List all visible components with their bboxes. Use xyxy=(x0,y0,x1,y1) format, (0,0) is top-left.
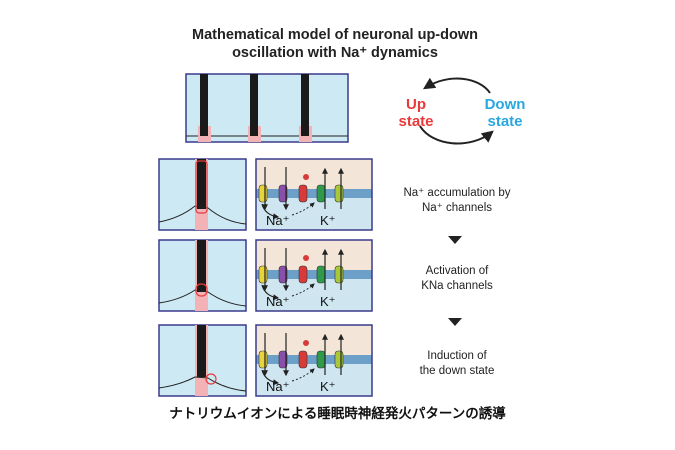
row-3-na-label: Na⁺ xyxy=(266,379,289,394)
title-line-2: oscillation with Na⁺ dynamics xyxy=(232,45,438,61)
row-2-na-label: Na⁺ xyxy=(266,294,289,309)
step-2-line-1: Activation of xyxy=(425,265,489,277)
row-1-k-channel-2 xyxy=(334,184,344,203)
row-1-trace-panel xyxy=(158,158,247,231)
step-2-line-2: KNa channels xyxy=(421,280,493,292)
step-1-text: Na⁺ accumulation by Na⁺ channels xyxy=(382,186,532,216)
row-3-trace-panel xyxy=(158,324,247,397)
step-chevron-1 xyxy=(448,236,462,244)
up-state-label: Up state xyxy=(390,96,442,130)
burst-1 xyxy=(200,74,208,136)
row-3-kna-channel xyxy=(298,350,308,369)
row-3-na-channel-2 xyxy=(278,350,288,369)
burst-3 xyxy=(301,74,309,136)
oscillation-trace-panel xyxy=(185,73,349,143)
arrow-down-to-up xyxy=(422,77,491,94)
step-chevron-2 xyxy=(448,318,462,326)
step-2-text: Activation of KNa channels xyxy=(382,264,532,294)
up-state-text: Up state xyxy=(398,96,434,130)
row-1-k-label: K⁺ xyxy=(320,213,336,228)
row-2-k-label: K⁺ xyxy=(320,294,336,309)
diagram-title: Mathematical model of neuronal up-down o… xyxy=(120,26,550,62)
row-1-na-channel-2 xyxy=(278,184,288,203)
row-1-na-channel xyxy=(258,184,268,203)
row-1-kna-channel xyxy=(298,184,308,203)
title-line-1: Mathematical model of neuronal up-down xyxy=(192,27,478,43)
row-3-na-channel xyxy=(258,350,268,369)
row-1-k-channel xyxy=(316,184,326,203)
down-state-text: Down state xyxy=(484,96,526,130)
row-3-membrane-panel xyxy=(255,324,373,397)
step-3-text: Induction of the down state xyxy=(382,349,532,379)
cycle-arrows xyxy=(419,77,494,145)
row-3-k-label: K⁺ xyxy=(320,379,336,394)
row-3-k-channel xyxy=(316,350,326,369)
row-2-membrane-panel xyxy=(255,239,373,312)
down-state-label: Down state xyxy=(474,96,536,130)
burst-2 xyxy=(250,74,258,136)
row-1-na-label: Na⁺ xyxy=(266,213,289,228)
row-2-k-channel-2 xyxy=(334,265,344,284)
row-2-kna-channel xyxy=(298,265,308,284)
row-2-trace-panel xyxy=(158,239,247,312)
row-2-na-channel-2 xyxy=(278,265,288,284)
row-1-membrane-panel xyxy=(255,158,373,231)
japanese-caption: ナトリウムイオンによる睡眠時神経発火パターンの誘導 xyxy=(169,406,506,422)
row-2-k-channel xyxy=(316,265,326,284)
step-3-line-1: Induction of xyxy=(427,350,487,362)
arrow-up-to-down xyxy=(419,125,494,145)
step-3-line-2: the down state xyxy=(419,365,495,377)
step-1-line-2: Na⁺ channels xyxy=(422,202,492,214)
row-2-na-channel xyxy=(258,265,268,284)
step-1-line-1: Na⁺ accumulation by xyxy=(403,187,511,199)
row-3-k-channel-2 xyxy=(334,350,344,369)
